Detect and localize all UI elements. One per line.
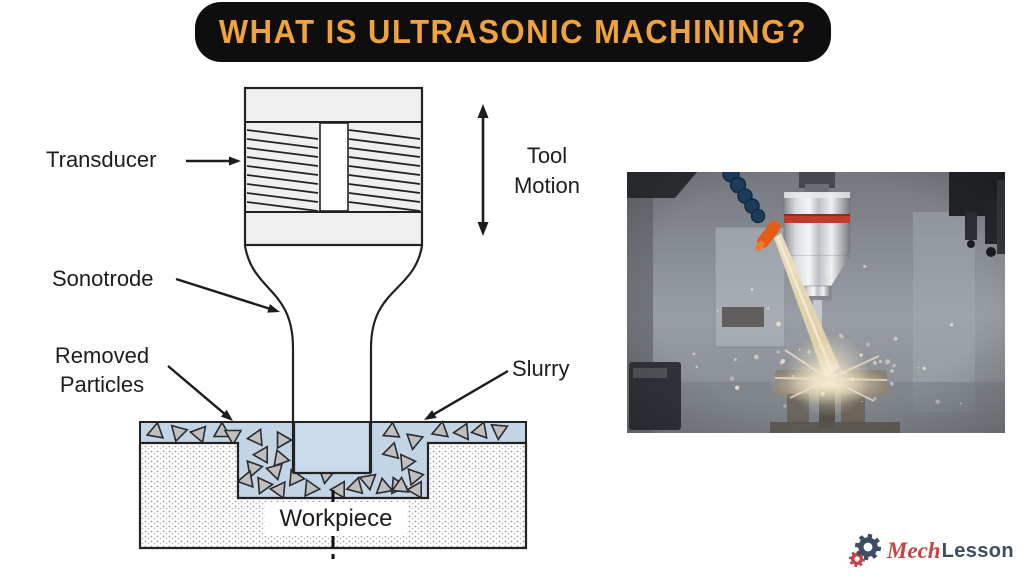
transducer-core-gap xyxy=(319,122,349,212)
tool-motion-label: Tool Motion xyxy=(495,141,599,201)
workpiece-shape xyxy=(138,441,528,550)
ultrasonic-machining-diagram xyxy=(138,86,528,559)
sonotrode-horn xyxy=(243,245,295,473)
abrasive-particles xyxy=(145,420,509,500)
gear-icon xyxy=(848,533,882,568)
logo-text-lesson: Lesson xyxy=(941,539,1014,562)
page-title: WHAT IS ULTRASONIC MACHINING? xyxy=(218,12,808,51)
removed-particles-line1: Removed xyxy=(54,343,150,368)
transducer-label: Transducer xyxy=(46,147,157,172)
sonotrode-horn xyxy=(369,245,424,473)
machining-photo xyxy=(627,172,1005,433)
slurry-label: Slurry xyxy=(512,356,570,381)
annotation-arrows xyxy=(167,104,509,421)
sonotrode-label: Sonotrode xyxy=(52,266,154,291)
logo-text-mech: Mech xyxy=(886,538,941,563)
title-banner: WHAT IS ULTRASONIC MACHINING? xyxy=(195,2,831,62)
workpiece-label: Workpiece xyxy=(265,502,407,536)
mechlesson-logo: Mech Lesson xyxy=(848,532,1014,570)
tool-motion-line2: Motion xyxy=(513,173,581,198)
transducer-windings xyxy=(246,129,421,212)
tool-motion-line1: Tool xyxy=(526,143,568,168)
machining-photo-art xyxy=(627,172,1005,433)
removed-particles-label: Removed Particles xyxy=(40,341,164,399)
tool-tip xyxy=(295,423,369,473)
removed-particles-line2: Particles xyxy=(59,372,145,397)
